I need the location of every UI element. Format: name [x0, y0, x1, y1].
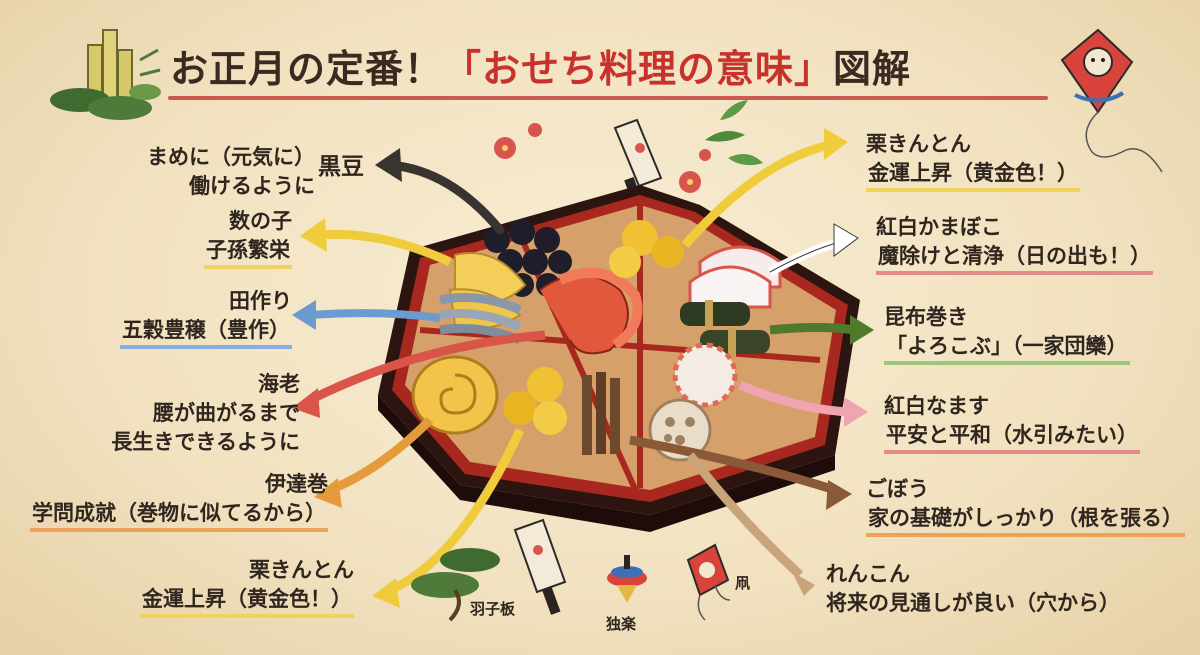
arrowhead-ebi [292, 388, 320, 418]
label-kuromame-meaning: まめに（元気に） 働けるように [147, 145, 315, 198]
label-ebi: 海老 腰が曲がるまで 長生きできるように [111, 372, 300, 454]
label-renkon: れんこん 将来の見通しが良い（穴から） [826, 562, 1120, 615]
arrow-kuromame [385, 160, 505, 235]
ebi-food [539, 267, 643, 355]
kurikinton-food [503, 220, 684, 435]
label-kuromame-name: 黒豆 [318, 154, 364, 180]
label-datemaki: 伊達巻 学問成就（巻物に似てるから） [20, 470, 328, 532]
pine-icon [411, 548, 500, 622]
label-kazunoko: 数の子 子孫繁栄 [150, 207, 292, 269]
datemaki-food [411, 355, 499, 435]
arrowhead-renkon [792, 572, 815, 596]
arrowhead-kurikinton-right [824, 128, 848, 160]
arrow-ebi [307, 330, 546, 405]
tako-icon [686, 543, 731, 621]
kadomatsu-icon [50, 29, 161, 120]
plum-blossom-icon [494, 123, 711, 193]
arrow-kobumaki [769, 323, 856, 335]
arrowhead-gobo [826, 480, 852, 510]
label-kurikinton-right: 栗きんとん 金運上昇（黄金色！） [866, 130, 1080, 192]
kite-icon [1060, 28, 1163, 173]
bamboo-leaf-icon [705, 100, 763, 166]
kuromame-food [484, 219, 572, 297]
label-tako: 凧 [735, 574, 751, 592]
arrowhead-namasu [844, 397, 868, 427]
arrowhead-datemaki [314, 478, 342, 508]
arrow-kurikinton-right [681, 140, 831, 248]
gobo-food [582, 372, 620, 455]
arrowhead-kazunoko [300, 218, 327, 252]
label-hagoita: 羽子板 [470, 600, 516, 618]
title-underline [168, 96, 1048, 100]
arrowhead-kobumaki [850, 315, 874, 345]
label-tazukuri: 田作り 五穀豊穣（豊作） [70, 287, 292, 349]
label-gobo: ごぼう 家の基礎がしっかり（根を張る） [866, 475, 1185, 537]
label-koma: 独楽 [606, 615, 637, 633]
arrow-kazunoko [319, 229, 452, 267]
namasu-food [672, 342, 738, 408]
arrow-renkon [686, 452, 804, 579]
page-title: お正月の定番！「おせち料理の意味」図解 [170, 47, 912, 91]
kamaboko-food [688, 245, 782, 309]
arrow-kurikinton-left [388, 428, 525, 595]
label-namasu: 紅白なます 平安と平和（水引みたい） [884, 392, 1140, 454]
koma-icon [607, 555, 647, 603]
arrowhead-kuromame [375, 148, 402, 182]
arrowhead-tazukuri [292, 300, 316, 330]
label-kurikinton-left: 栗きんとん 金運上昇（黄金色！） [120, 556, 354, 618]
kobumaki-food [680, 300, 770, 358]
label-kobumaki: 昆布巻き 「よろこぶ」（一家団欒） [884, 303, 1130, 365]
arrow-namasu [738, 380, 851, 417]
arrowhead-kamaboko [833, 223, 859, 257]
hagoita-icon [513, 518, 567, 615]
arrow-tazukuri [309, 309, 441, 322]
arrow-gobo [629, 435, 837, 495]
arrowhead-kurikinton-left [372, 578, 400, 608]
arrow-datemaki [328, 416, 434, 495]
label-kamaboko: 紅白かまぼこ 魔除けと清浄（日の出も！） [876, 213, 1153, 275]
